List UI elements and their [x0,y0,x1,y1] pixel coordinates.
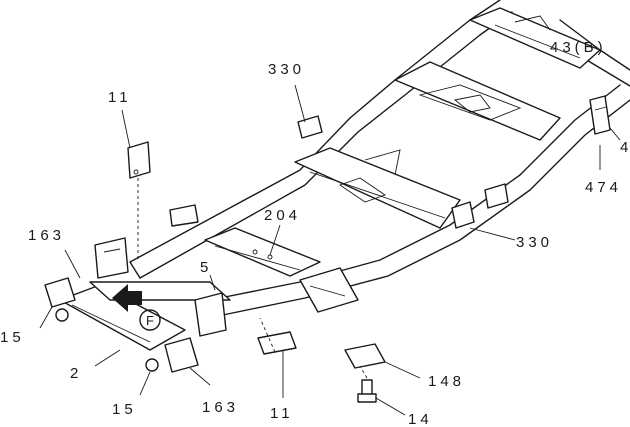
crossmember-204 [204,227,321,277]
left-side-rail [129,0,501,263]
plate-11-bottom [257,331,297,355]
body-mount-bracket-330-top [297,115,323,139]
callout-15-left: 15 [0,329,25,346]
callout-11-top: 11 [108,89,132,106]
frame-drawing [44,0,630,403]
callout-148: 148 [428,373,465,390]
callout-5: 5 [200,259,212,276]
rear-hanger-474 [589,95,611,135]
bracket-5 [299,267,359,313]
front-marker-circle [139,309,161,331]
callout-163-bottom: 163 [202,399,239,416]
callout-474: 474 [585,179,622,196]
callout-4: 4 [620,139,630,156]
front-mount-163-right [164,337,199,373]
crossmember-rear [394,61,561,141]
plate-11-top [127,141,151,179]
leader-lines [39,84,621,416]
front-mount-163-left [44,277,76,308]
callout-330-top: 330 [268,61,305,78]
callout-2: 2 [70,365,82,382]
callout-163-left: 163 [28,227,65,244]
plate-148 [344,343,386,369]
callout-14: 14 [408,411,433,427]
front-crossmember-2 [59,284,186,351]
bolt-14 [357,379,377,403]
callout-330-right: 330 [516,234,553,251]
callout-204: 204 [264,207,301,224]
callout-labels: 330 11 43(B) 4 474 163 204 330 5 15 2 14… [0,39,630,427]
callout-11-bottom: 11 [270,405,294,422]
crossmember-middle [294,147,461,229]
front-marker-letter: F [146,313,154,328]
right-side-rail [209,84,621,301]
callout-43b: 43(B) [550,39,607,56]
body-mount-bracket-330-right [451,201,475,229]
front-direction-arrow [112,284,142,312]
callout-15-bottom: 15 [112,401,137,418]
